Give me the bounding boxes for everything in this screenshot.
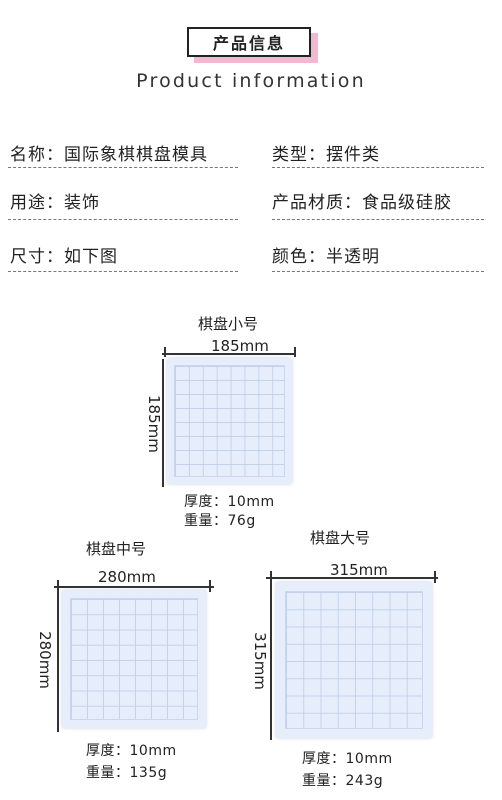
small-board-height: 185mm xyxy=(145,395,163,453)
divider xyxy=(272,271,484,272)
large-board-thickness: 厚度：10mm xyxy=(302,751,393,767)
info-name: 名称：国际象棋棋盘模具 xyxy=(10,145,208,165)
dimension-line xyxy=(162,359,164,487)
dimension-line xyxy=(54,586,214,588)
dimension-tick xyxy=(434,571,436,583)
small-board-thickness: 厚度：10mm xyxy=(184,494,275,510)
divider xyxy=(8,167,238,168)
divider xyxy=(272,167,484,168)
divider xyxy=(8,271,238,272)
large-board-image xyxy=(276,582,432,738)
dimension-tick xyxy=(294,347,296,357)
medium-board-image xyxy=(62,590,206,728)
dimension-line xyxy=(270,580,272,740)
large-board-height: 315mm xyxy=(251,632,269,690)
divider xyxy=(272,219,484,220)
small-board-width: 185mm xyxy=(211,337,269,355)
medium-board-width: 280mm xyxy=(98,568,156,586)
small-board-weight: 重量：76g xyxy=(184,513,256,529)
small-board-image xyxy=(167,358,292,484)
dimension-tick xyxy=(164,347,166,357)
small-board-label: 棋盘小号 xyxy=(198,315,259,333)
dimension-tick xyxy=(57,580,59,592)
large-board-width: 315mm xyxy=(330,561,388,579)
dimension-line xyxy=(57,588,59,732)
section-title: 产品信息 xyxy=(187,27,311,57)
info-material: 产品材质：食品级硅胶 xyxy=(272,193,452,213)
medium-board-thickness: 厚度：10mm xyxy=(86,743,177,759)
medium-board-height: 280mm xyxy=(36,631,54,689)
medium-board-label: 棋盘中号 xyxy=(86,540,147,558)
info-usage: 用途：装饰 xyxy=(10,193,100,213)
dimension-line xyxy=(266,577,438,579)
dimension-tick xyxy=(270,571,272,583)
info-color: 颜色：半透明 xyxy=(272,247,380,267)
dimension-line xyxy=(162,353,296,355)
section-subtitle: Product information xyxy=(136,70,366,92)
info-type: 类型：摆件类 xyxy=(272,145,380,165)
medium-board-weight: 重量：135g xyxy=(86,765,168,781)
large-board-label: 棋盘大号 xyxy=(310,529,371,547)
large-board-weight: 重量：243g xyxy=(302,773,384,789)
dimension-tick xyxy=(209,580,211,592)
divider xyxy=(8,219,238,220)
info-size: 尺寸：如下图 xyxy=(10,247,118,267)
